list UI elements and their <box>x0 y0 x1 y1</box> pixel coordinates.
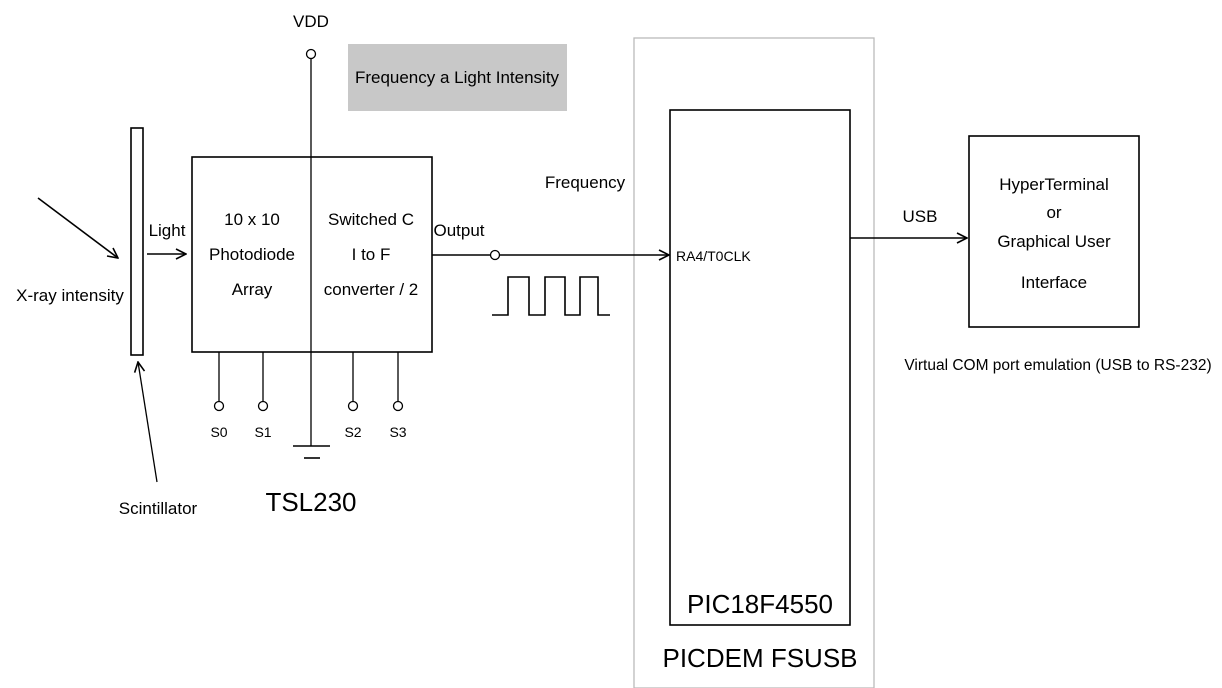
pin-s1-terminal <box>257 400 269 412</box>
pin-s1-label: S1 <box>254 424 271 440</box>
output-terminal <box>489 249 501 261</box>
scintillator-label: Scintillator <box>119 499 198 518</box>
host-line-4: Interface <box>1021 273 1087 292</box>
pic-chip-label: PIC18F4550 <box>687 589 833 619</box>
light-label: Light <box>149 221 186 240</box>
converter-line-3: converter / 2 <box>324 280 419 299</box>
com-emulation-label: Virtual COM port emulation (USB to RS-23… <box>904 357 1211 374</box>
converter-line-2: I to F <box>352 245 391 264</box>
host-box <box>968 135 1140 328</box>
xray-arrow <box>37 197 118 258</box>
picdem-board-label: PICDEM FSUSB <box>662 643 857 673</box>
square-wave <box>492 276 610 316</box>
host-line-3: Graphical User <box>997 232 1111 251</box>
banner-text: Frequency a Light Intensity <box>355 68 560 87</box>
scintillator <box>130 127 144 356</box>
host-line-1: HyperTerminal <box>999 175 1109 194</box>
output-label: Output <box>433 221 484 240</box>
photodiode-line-1: 10 x 10 <box>224 210 280 229</box>
photodiode-line-3: Array <box>232 280 273 299</box>
usb-label: USB <box>903 207 938 226</box>
vdd-label: VDD <box>293 12 329 31</box>
scintillator-pointer <box>138 362 158 483</box>
pin-s3-label: S3 <box>389 424 406 440</box>
photodiode-line-2: Photodiode <box>209 245 295 264</box>
vdd-terminal <box>305 48 317 60</box>
tsl230-name: TSL230 <box>265 487 356 517</box>
pic-chip <box>669 109 851 626</box>
xray-label: X-ray intensity <box>16 286 124 305</box>
converter-line-1: Switched C <box>328 210 414 229</box>
pin-s0-terminal <box>213 400 225 412</box>
banner-box <box>348 44 567 111</box>
frequency-label: Frequency <box>545 173 626 192</box>
pin-s3-terminal <box>392 400 404 412</box>
host-line-2: or <box>1046 203 1061 222</box>
picdem-board-outline <box>633 37 875 688</box>
pic-pin-label: RA4/T0CLK <box>676 248 751 264</box>
pin-s2-terminal <box>347 400 359 412</box>
pin-s0-label: S0 <box>210 424 227 440</box>
pin-s2-label: S2 <box>344 424 361 440</box>
